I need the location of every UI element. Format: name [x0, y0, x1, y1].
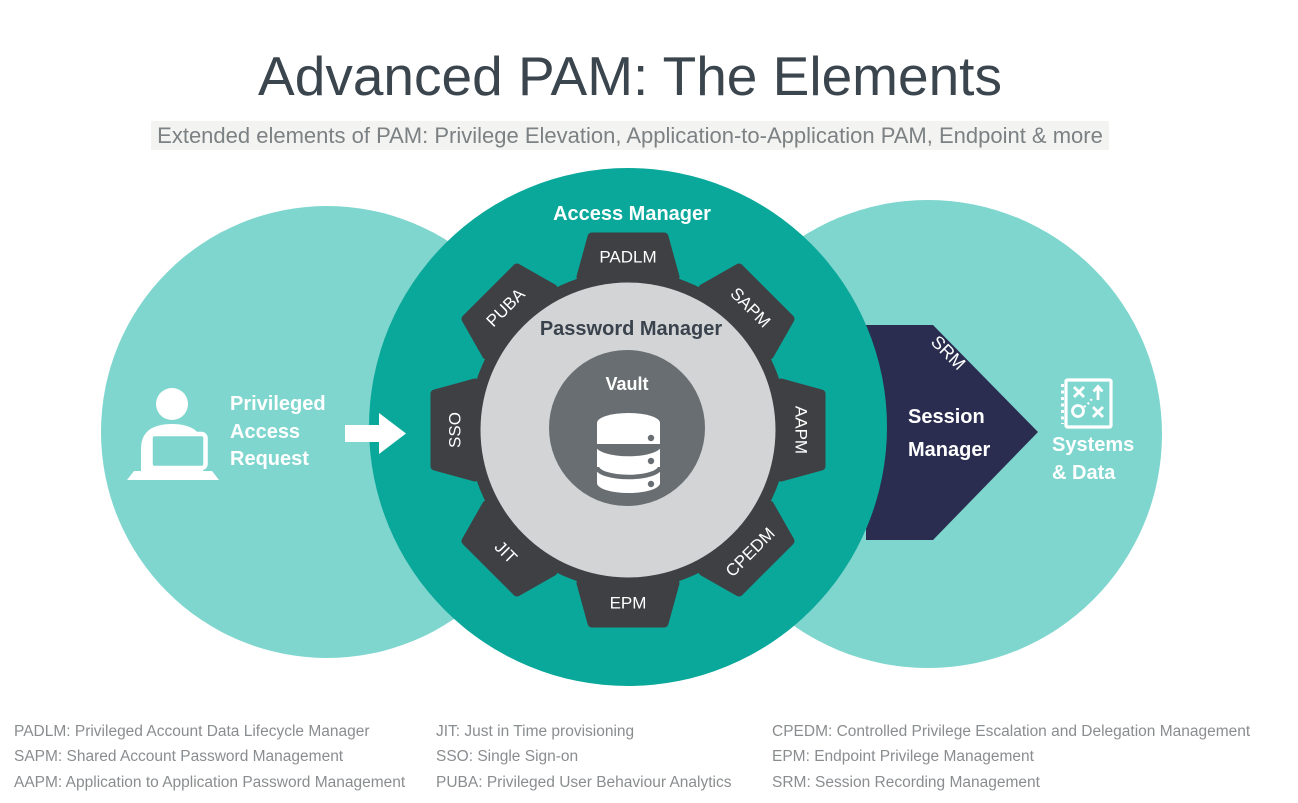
gear-tooth-label: AAPM	[792, 406, 811, 454]
legend-item: PADLM: Privileged Account Data Lifecycle…	[14, 723, 370, 740]
request-line: Request	[230, 448, 309, 470]
request-line: Privileged	[230, 393, 326, 415]
systems-data-label: Systems & Data	[1052, 434, 1134, 484]
user-laptop-icon	[127, 388, 219, 480]
session-line: Manager	[908, 439, 990, 461]
gear-tooth-label: SSO	[446, 412, 465, 448]
vault-label: Vault	[605, 374, 648, 394]
privileged-access-request-label: Privileged Access Request	[230, 393, 326, 470]
strategy-stamp-icon	[1061, 378, 1113, 429]
password-manager-label: Password Manager	[540, 318, 723, 340]
session-manager-arrow	[866, 325, 1038, 540]
legend-item: SSO: Single Sign-on	[436, 748, 579, 766]
access-manager-label: Access Manager	[553, 203, 711, 225]
legend-column-2: JIT: Just in Time provisioning SSO: Sing…	[436, 719, 732, 795]
legend-item: AAPM: Application to Application Passwor…	[14, 773, 406, 791]
legend-item: PUBA: Privileged User Behaviour Analytic…	[436, 773, 732, 791]
request-line: Access	[230, 421, 300, 443]
systems-line: Systems	[1052, 434, 1134, 456]
legend-column-1: PADLM: Privileged Account Data Lifecycle…	[14, 719, 405, 795]
gear-tooth-label: EPM	[610, 594, 647, 613]
legend-item: SAPM: Shared Account Password Management	[14, 748, 344, 766]
session-manager-label: Session Manager	[908, 406, 990, 461]
request-arrow-icon	[345, 413, 406, 454]
legend-item: CPEDM: Controlled Privilege Escalation a…	[772, 723, 1251, 740]
session-line: Session	[908, 406, 985, 428]
legend-column-3: CPEDM: Controlled Privilege Escalation a…	[772, 719, 1250, 795]
page-subtitle-text: Extended elements of PAM: Privilege Elev…	[151, 121, 1109, 150]
page-title: Advanced PAM: The Elements	[258, 45, 1002, 107]
gear-tooth-label: PADLM	[599, 248, 656, 267]
legend-item: EPM: Endpoint Privilege Management	[772, 748, 1034, 766]
legend-item: JIT: Just in Time provisioning	[436, 723, 635, 740]
page-subtitle: Extended elements of PAM: Privilege Elev…	[0, 121, 1260, 150]
legend-item: SRM: Session Recording Management	[772, 773, 1040, 791]
systems-line: & Data	[1052, 462, 1116, 484]
database-icon	[594, 413, 663, 493]
